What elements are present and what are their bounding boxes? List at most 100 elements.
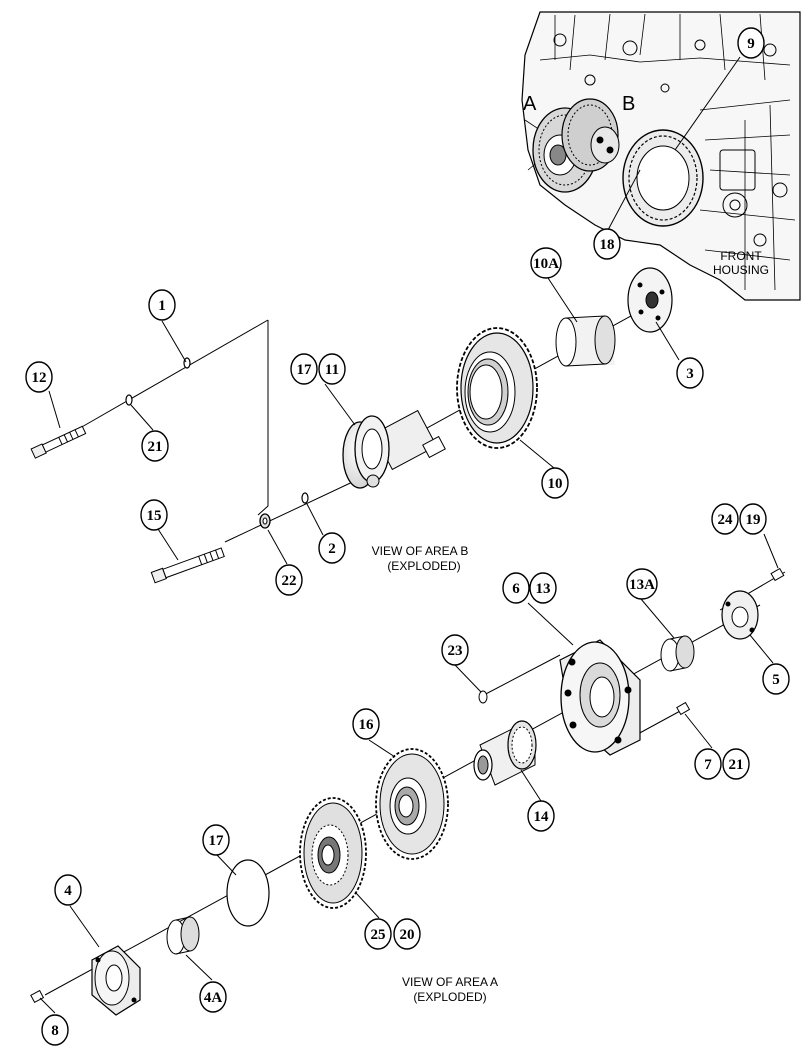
front-housing-line1: FRONT	[720, 249, 762, 263]
callout-label: 21	[729, 757, 744, 773]
callout-10a: 10A	[530, 247, 562, 279]
callout-circle	[626, 568, 658, 600]
callout-circle	[318, 532, 346, 564]
callout-label: 9	[747, 36, 755, 52]
callout-circle	[352, 708, 380, 740]
callout-label: 15	[147, 508, 162, 524]
view-a-caption-line1: VIEW OF AREA A	[402, 975, 498, 989]
callout-circle	[290, 353, 318, 385]
callout-circle	[694, 748, 722, 780]
bolt-7	[676, 701, 691, 716]
callout-1: 1	[148, 289, 176, 321]
label-a: A	[523, 93, 537, 115]
callout-label: 10	[548, 476, 563, 492]
callout-10: 10	[541, 467, 569, 499]
callout-circle	[530, 247, 562, 279]
leader-lines	[39, 56, 779, 1014]
callout-circle	[141, 430, 169, 462]
callout-11: 11	[318, 353, 346, 385]
callout-label: 18	[600, 237, 615, 253]
callout-13: 13	[529, 572, 557, 604]
callout-7: 7	[694, 748, 722, 780]
callout-20: 20	[393, 918, 421, 950]
callout-label: 12	[32, 370, 47, 386]
callout-circle	[722, 748, 750, 780]
callout-label: 19	[746, 512, 761, 528]
callout-8: 8	[41, 1014, 69, 1046]
bolt-15	[150, 547, 225, 584]
callout-circle	[762, 663, 790, 695]
callout-circle	[54, 874, 82, 906]
view-a-parts	[30, 567, 786, 1016]
callout-label: 21	[148, 439, 163, 455]
callout-label: 5	[772, 672, 780, 688]
callout-13a: 13A	[626, 568, 658, 600]
callout-5: 5	[762, 663, 790, 695]
callout-label: 23	[448, 643, 463, 659]
bearing-4a	[166, 916, 200, 955]
callout-label: 6	[512, 581, 520, 597]
gear-16	[375, 748, 449, 860]
callout-label: 8	[51, 1023, 59, 1039]
callout-label: 20	[400, 927, 415, 943]
view-b-caption-line2: (EXPLODED)	[387, 559, 460, 573]
callout-label: 25	[371, 927, 386, 943]
callout-24: 24	[711, 503, 739, 535]
callout-circle	[593, 228, 621, 260]
bushing-10a	[555, 315, 616, 367]
housing-inset	[521, 11, 801, 301]
thrust-plate-3	[627, 267, 673, 333]
callout-3: 3	[676, 357, 704, 389]
bearing-13a	[660, 635, 695, 672]
callout-circle	[393, 918, 421, 950]
callout-label: 17	[297, 362, 313, 378]
callout-18: 18	[593, 228, 621, 260]
callout-label: 7	[704, 757, 712, 773]
callout-17-bot: 17	[202, 824, 230, 856]
cap-5	[721, 590, 759, 640]
callout-circle	[541, 467, 569, 499]
callout-label: 4A	[204, 990, 223, 1006]
label-b: B	[622, 93, 635, 115]
callout-4a: 4A	[199, 981, 227, 1013]
callout-circle	[737, 27, 765, 59]
callout-label: 14	[534, 809, 550, 825]
callout-2: 2	[318, 532, 346, 564]
callout-circle	[148, 289, 176, 321]
callout-label: 13	[536, 581, 551, 597]
callout-label: 10A	[533, 256, 559, 272]
callout-label: 11	[325, 362, 339, 378]
callout-circle	[739, 503, 767, 535]
callout-circle	[199, 981, 227, 1013]
callout-circle	[529, 572, 557, 604]
callout-21-top: 21	[141, 430, 169, 462]
callout-circle	[41, 1014, 69, 1046]
callout-14: 14	[527, 800, 555, 832]
callout-label: 22	[282, 573, 297, 589]
callout-circle	[202, 824, 230, 856]
callout-25: 25	[364, 918, 392, 950]
callout-circle	[25, 361, 53, 393]
callout-9: 9	[737, 27, 765, 59]
callout-circle	[502, 572, 530, 604]
callout-19: 19	[739, 503, 767, 535]
hub-14	[473, 720, 537, 786]
callout-circle	[318, 353, 346, 385]
callout-label: 17	[209, 833, 225, 849]
callout-6: 6	[502, 572, 530, 604]
callout-circle	[441, 634, 469, 666]
view-b-caption-line1: VIEW OF AREA B	[372, 544, 469, 558]
carrier-housing-13	[559, 639, 641, 756]
idler-shaft-11	[342, 409, 446, 489]
gear-25	[299, 797, 367, 909]
gear-10	[456, 327, 538, 449]
callout-circle	[527, 800, 555, 832]
front-housing-line2: HOUSING	[713, 263, 769, 277]
callout-circle	[676, 357, 704, 389]
bolt-19	[770, 567, 785, 582]
callout-circle	[711, 503, 739, 535]
callout-label: 1	[158, 298, 166, 314]
callout-15: 15	[140, 499, 168, 531]
